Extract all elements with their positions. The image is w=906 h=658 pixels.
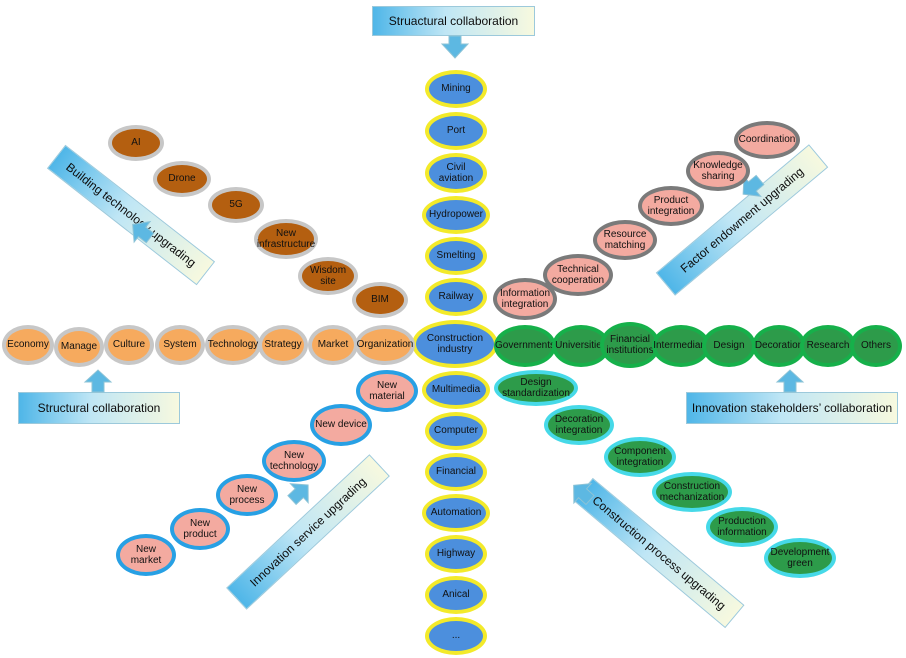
spine-node: Railway	[425, 278, 487, 316]
construction-process-node: Production information	[706, 507, 778, 547]
factor-node: Coordination	[734, 121, 800, 159]
structural-node: Strategy	[258, 325, 308, 365]
building-tech-node: 5G	[208, 187, 264, 223]
spine-node: Automation	[422, 494, 490, 532]
stakeholder-node: Financial institutions	[600, 322, 660, 368]
spine-node: Hydropower	[422, 196, 490, 234]
structural-node: Manage	[54, 327, 104, 367]
construction-process-node: Component integration	[604, 437, 676, 477]
innovation-service-node: New material	[356, 370, 418, 412]
spine-node: Multimedia	[422, 371, 490, 409]
stakeholder-node: Governments	[494, 325, 556, 367]
factor-node: Information integration	[493, 278, 557, 320]
construction-process-node: Design standardization	[494, 370, 578, 406]
stakeholder-node: Others	[850, 325, 902, 367]
stakeholder-node: Research	[800, 325, 856, 367]
structural-node: Organization	[355, 325, 415, 365]
factor-node: Technical cooperation	[543, 254, 613, 296]
construction-process-node: Development green	[764, 538, 836, 578]
spine-node: Smelting	[425, 237, 487, 275]
innovation-service-node: New device	[310, 404, 372, 446]
spine-node: Anical	[425, 576, 487, 614]
spine-node: Mining	[425, 70, 487, 108]
building-tech-node: BIM	[352, 282, 408, 318]
structural-node: Technology	[205, 325, 261, 365]
construction-process-node: Construction mechanization	[652, 472, 732, 512]
building-tech-node: AI	[108, 125, 164, 161]
factor-node: Knowledge sharing	[686, 151, 750, 191]
stakeholder-node: Design	[702, 325, 756, 367]
building-tech-node: Drone	[153, 161, 211, 197]
spine-node: Computer	[425, 412, 487, 450]
structural-node: Economy	[2, 325, 54, 365]
spine-node: Highway	[425, 535, 487, 573]
innovation-service-node: New technology	[262, 440, 326, 482]
innovation-service-node: New process	[216, 474, 278, 516]
factor-node: Resource matching	[593, 220, 657, 260]
stakeholders-banner: Innovation stakeholders’ collaboration	[686, 392, 898, 424]
construction-process-node: Decoration integration	[544, 405, 614, 445]
structural-node: Market	[308, 325, 358, 365]
spine-node: Financial	[425, 453, 487, 491]
innovation-service-node: New product	[170, 508, 230, 550]
building-tech-node: New infrastructure	[254, 219, 318, 259]
structural-node: System	[155, 325, 205, 365]
spine-node: Port	[425, 112, 487, 150]
top-structural-banner: Struactural collaboration	[372, 6, 535, 36]
building-tech-node: Wisdom site	[298, 257, 358, 295]
left-structural-banner: Structural collaboration	[18, 392, 180, 424]
innovation-service-node: New market	[116, 534, 176, 576]
construction-industry-node: Construction industry	[412, 320, 498, 368]
spine-node: ...	[425, 617, 487, 655]
spine-node: Civil aviation	[425, 153, 487, 193]
factor-node: Product integration	[638, 186, 704, 226]
structural-node: Culture	[104, 325, 154, 365]
stakeholder-node: Decoration	[752, 325, 806, 367]
stakeholder-node: Intermediary	[652, 325, 710, 367]
